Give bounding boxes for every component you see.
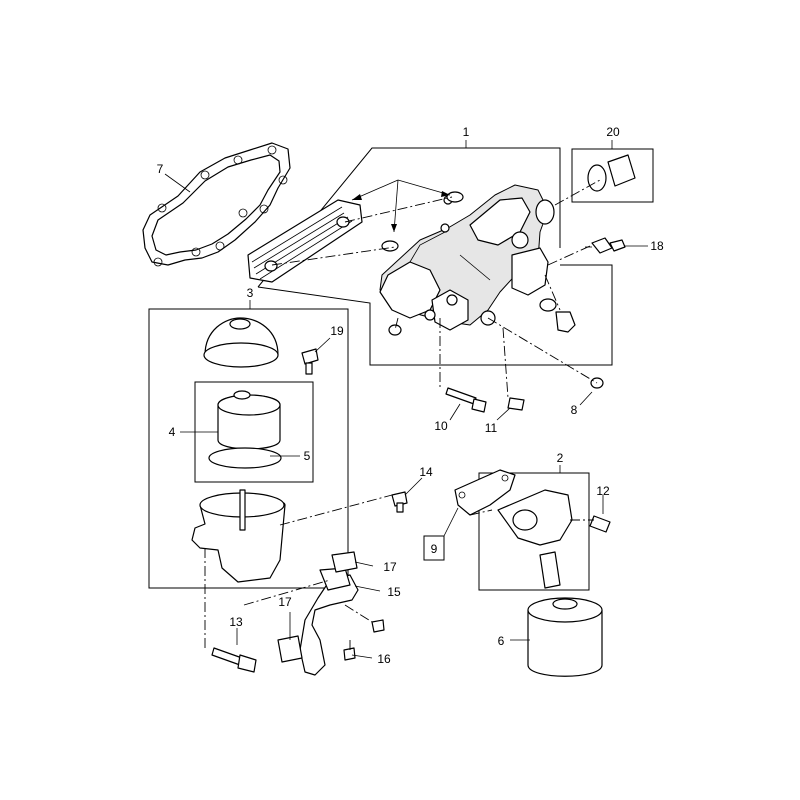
filter-cap-part-3 [203, 317, 279, 368]
bolt-part-19 [301, 348, 319, 375]
bolt-part-13 [211, 647, 257, 673]
callout-6: 6 [498, 634, 505, 648]
oil-filter-housing-body [379, 184, 555, 331]
pipe-part-15 [299, 567, 359, 676]
arrows-part-1 [351, 179, 451, 233]
o-ring-small [388, 324, 402, 336]
callout-20: 20 [606, 125, 620, 139]
callout-16: 16 [377, 652, 391, 666]
gasket-part-17-lower [277, 635, 303, 663]
group-frame-20 [571, 148, 654, 203]
callout-labels: 1 2 3 4 5 6 7 8 9 10 11 12 13 14 15 16 1… [157, 125, 664, 666]
callout-15: 15 [387, 585, 401, 599]
filter-element-part-4 [217, 390, 281, 450]
o-ring-lower [381, 240, 399, 252]
callout-5: 5 [304, 449, 311, 463]
callout-18: 18 [650, 239, 664, 253]
drain-plug [539, 298, 576, 333]
oil-filter-part-6 [527, 597, 603, 677]
alignment-lines [204, 179, 601, 650]
adapter-part-2 [497, 489, 573, 589]
callout-9-box [423, 535, 445, 561]
oil-cooler-core [247, 199, 363, 283]
seal-ring-part-5 [208, 447, 282, 469]
callout-12: 12 [596, 484, 610, 498]
callout-10: 10 [434, 419, 448, 433]
bolt-part-12 [589, 515, 611, 533]
gasket-part-9 [454, 469, 516, 516]
callout-13: 13 [229, 615, 243, 629]
callout-19: 19 [330, 324, 344, 338]
callout-7: 7 [157, 162, 164, 176]
group-frame-2 [478, 472, 590, 591]
bolt-part-11 [507, 397, 525, 411]
callout-3: 3 [247, 286, 254, 300]
callout-17a: 17 [383, 560, 397, 574]
callout-4: 4 [169, 425, 176, 439]
gasket-part-17-upper [331, 551, 358, 573]
fitting-part-20 [587, 154, 636, 192]
housing-base [191, 489, 286, 583]
o-ring-upper [446, 191, 464, 203]
bolt-part-14 [391, 491, 408, 513]
bolt-part-10 [445, 387, 487, 413]
sensor-part-18 [585, 237, 626, 254]
gasket-part-7 [142, 142, 291, 267]
callout-8: 8 [571, 403, 578, 417]
group-frame-3 [148, 308, 349, 589]
callout-14: 14 [419, 465, 433, 479]
callout-11: 11 [485, 421, 498, 435]
bolt-part-16 [343, 619, 385, 661]
callout-9: 9 [431, 542, 438, 556]
callout-17b: 17 [278, 595, 292, 609]
callout-2: 2 [557, 451, 564, 465]
leader-lines [164, 140, 648, 659]
callout-1: 1 [463, 125, 470, 139]
